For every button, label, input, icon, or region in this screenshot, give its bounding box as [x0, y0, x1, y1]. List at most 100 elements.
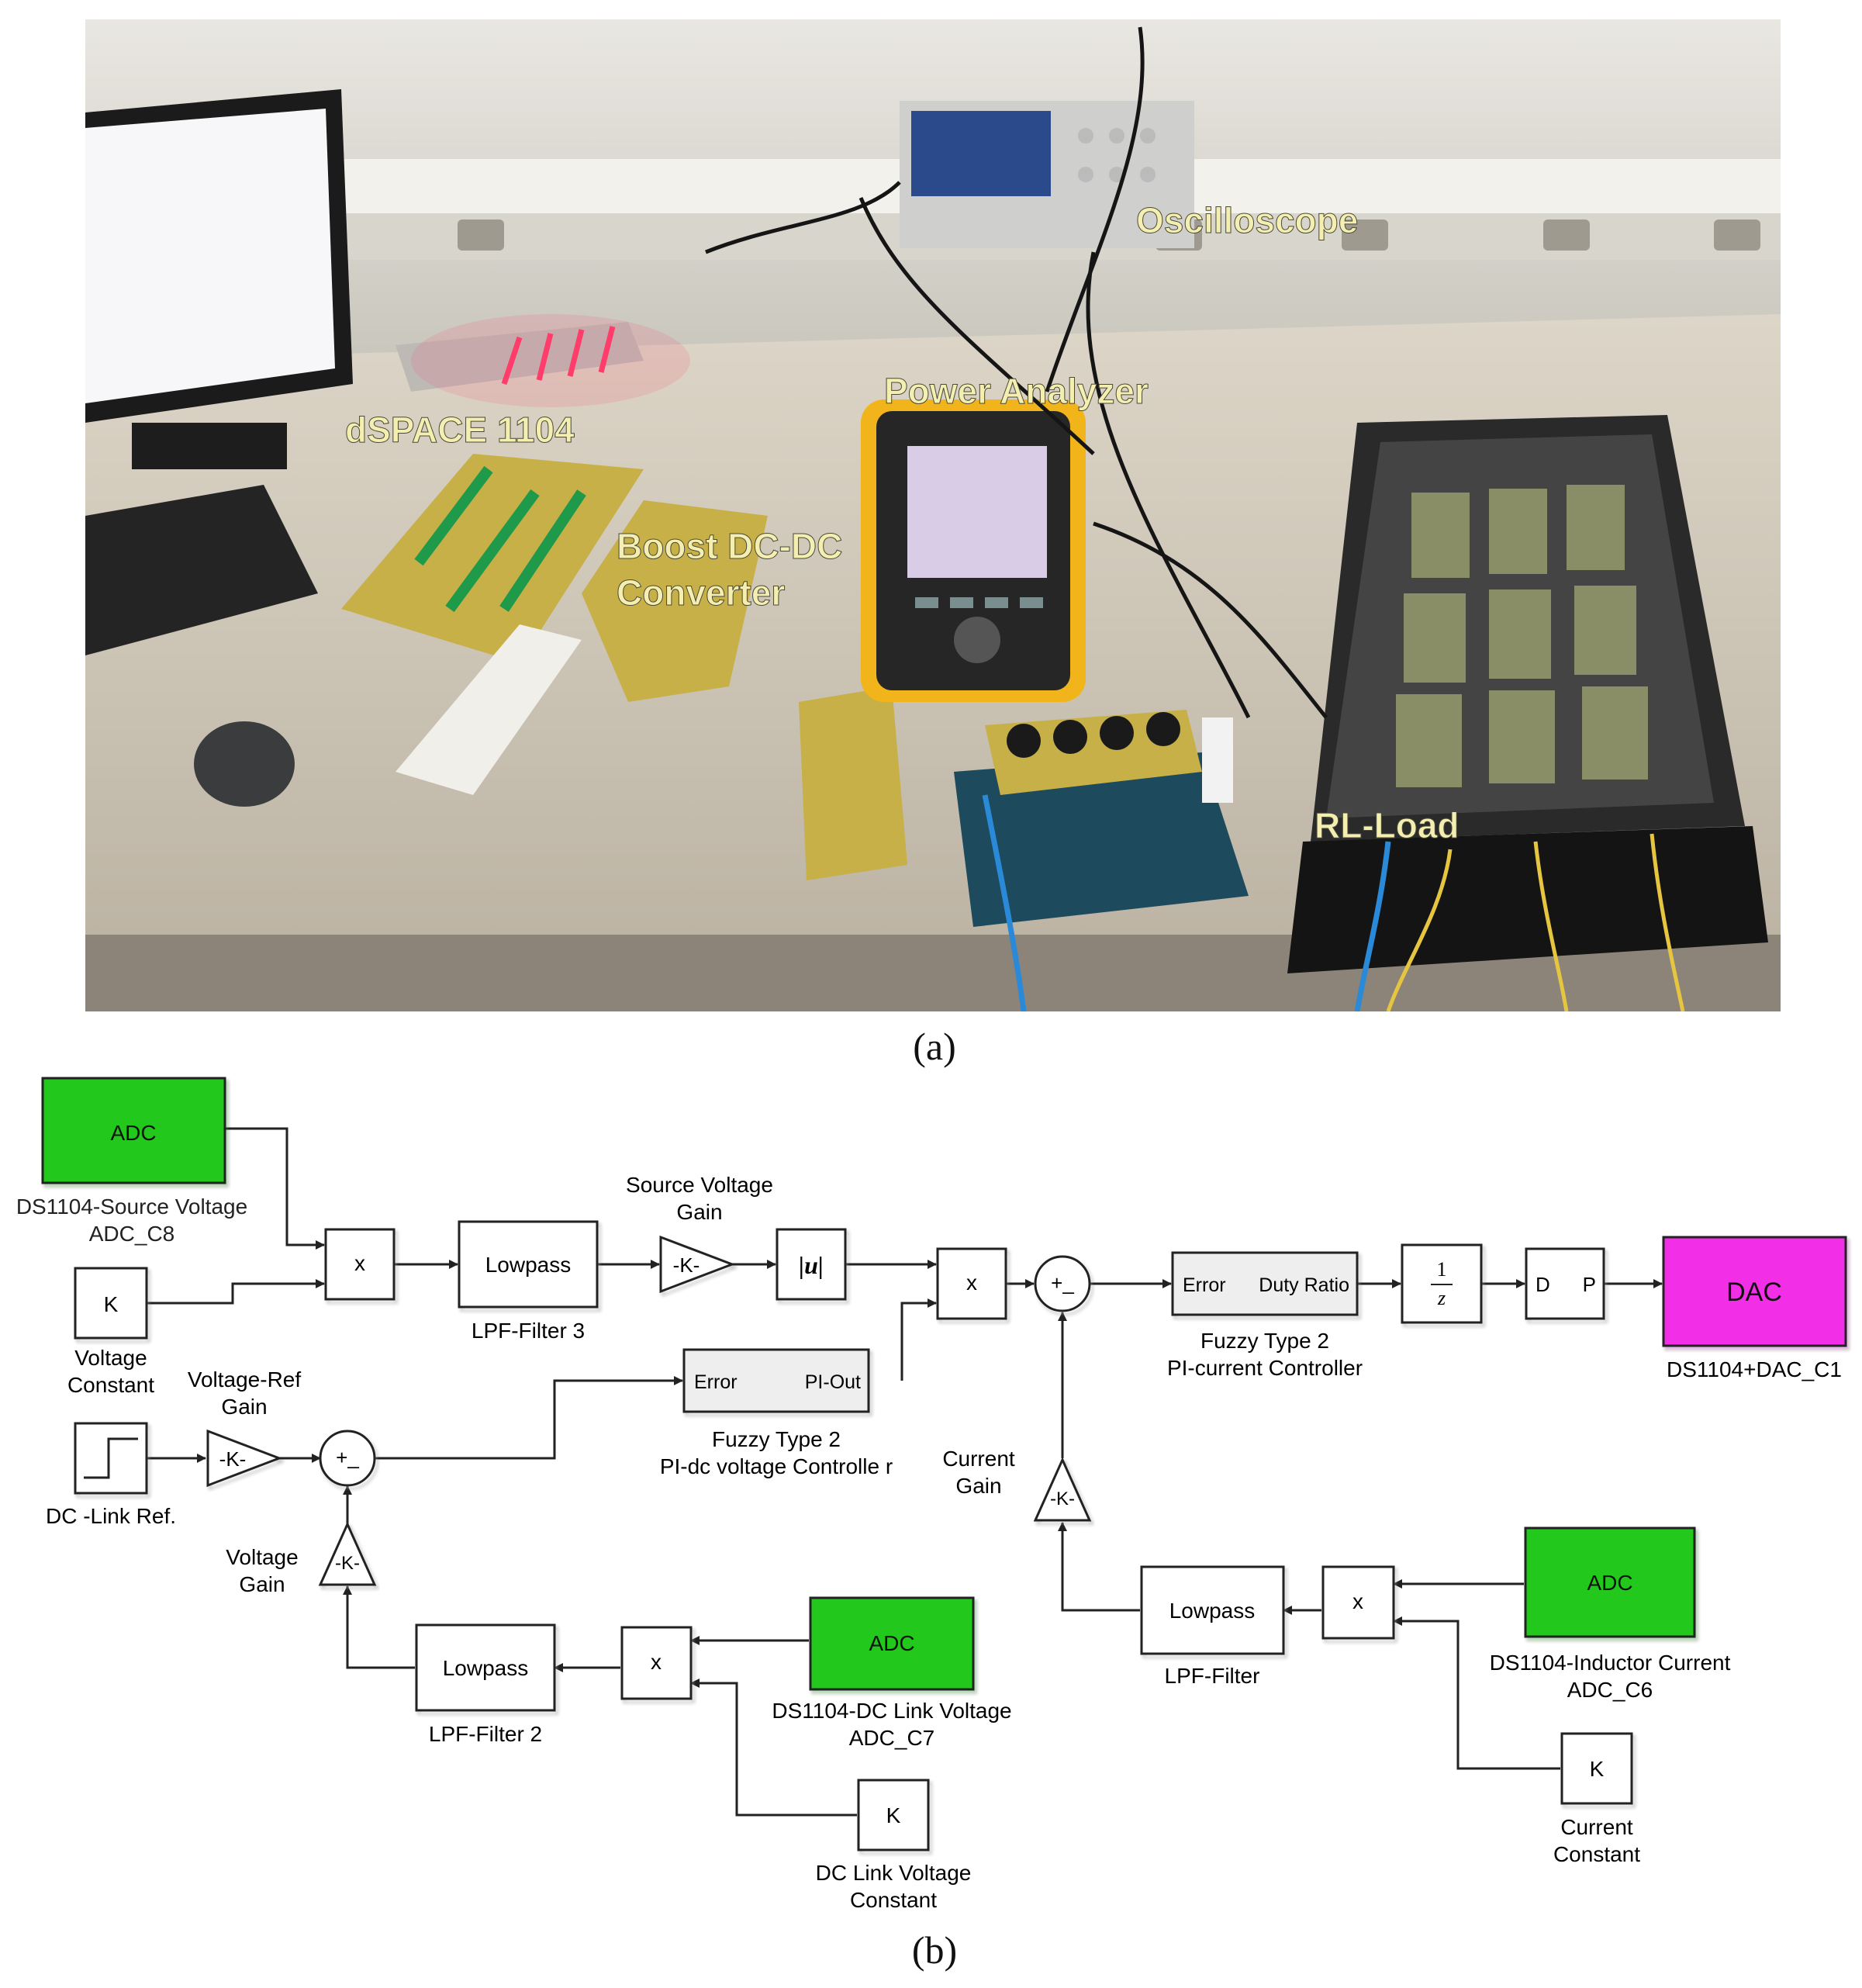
lowpass-filter-block[interactable]: Lowpass LPF-Filter — [1140, 1565, 1285, 1688]
gain-source-label1: Source Voltage — [626, 1173, 773, 1197]
wire-kdclink-to-mult — [690, 1679, 857, 1817]
fuzzy-dc-controller-block[interactable]: Error PI-Out Fuzzy Type 2 PI-dc voltage … — [660, 1348, 893, 1478]
product-block-bottom-right[interactable]: x — [1321, 1565, 1395, 1640]
label-power-analyzer: Power Analyzer — [884, 371, 1149, 411]
step-block[interactable]: DC -Link Ref. — [46, 1422, 176, 1528]
oscilloscope-device — [900, 101, 1194, 248]
breadboard — [396, 624, 582, 795]
adc-source-label1: DS1104-Source Voltage — [16, 1195, 247, 1219]
sum-block-middle[interactable]: +_ — [1034, 1255, 1091, 1312]
adc-source-label2: ADC_C8 — [89, 1222, 174, 1246]
wire-adc-source-to-mult — [225, 1127, 325, 1250]
dac-label: DS1104+DAC_C1 — [1667, 1357, 1842, 1381]
rl-load-unit — [1287, 415, 1768, 973]
k-dclink-label1: DC Link Voltage — [816, 1861, 972, 1885]
mouse — [194, 721, 295, 807]
unit-delay-numerator: 1 — [1437, 1258, 1447, 1281]
label-rl-load: RL-Load — [1314, 805, 1460, 845]
voltage-ref-gain-block[interactable]: -K- Voltage-Ref Gain — [188, 1367, 302, 1488]
adc-inductor-label1: DS1104-Inductor Current — [1490, 1651, 1731, 1675]
k-current-label1: Current — [1560, 1815, 1633, 1839]
lowpass3-text: Lowpass — [485, 1253, 572, 1277]
voltage-gain-block[interactable]: -K- Voltage Gain — [226, 1521, 377, 1596]
wire-fuzzydc-to-mult — [900, 1298, 937, 1381]
dac-block[interactable]: DAC DS1104+DAC_C1 — [1662, 1236, 1847, 1381]
adc-dc-link-voltage-block[interactable]: ADC DS1104-DC Link Voltage ADC_C7 — [772, 1596, 1012, 1750]
adc-dclink-label1: DS1104-DC Link Voltage — [772, 1699, 1011, 1723]
power-analyzer-device — [861, 399, 1086, 702]
wire-lowpass1-to-gaincur — [1058, 1522, 1140, 1612]
current-gain-block[interactable]: -K- Current Gain — [942, 1447, 1092, 1522]
gain-vref-label1: Voltage-Ref — [188, 1367, 302, 1392]
gain-current-label2: Gain — [955, 1474, 1001, 1498]
product-block-bottom-left[interactable]: x — [620, 1626, 693, 1700]
caption-b: (b) — [911, 1928, 958, 1972]
k-voltage-label1: Voltage — [74, 1346, 147, 1370]
gain-vref-text: -K- — [219, 1447, 247, 1471]
lowpass1-text: Lowpass — [1169, 1599, 1256, 1623]
lowpass-filter2-block[interactable]: Lowpass LPF-Filter 2 — [415, 1623, 556, 1746]
unit-delay-block[interactable]: 1 z — [1401, 1243, 1483, 1324]
gain-current-label1: Current — [942, 1447, 1015, 1471]
fuzzy-current-controller-block[interactable]: Error Duty Ratio Fuzzy Type 2 PI-current… — [1167, 1251, 1363, 1380]
dac-text: DAC — [1726, 1278, 1782, 1307]
lowpass3-label: LPF-Filter 3 — [472, 1319, 585, 1343]
adc-inductor-text: ADC — [1587, 1571, 1632, 1595]
voltage-constant-block[interactable]: K Voltage Constant — [67, 1267, 154, 1397]
k-dclink-label2: Constant — [850, 1888, 937, 1912]
converter-board — [582, 500, 768, 702]
source-voltage-gain-block[interactable]: -K- Source Voltage Gain — [626, 1173, 773, 1294]
fuzzy-current-label1: Fuzzy Type 2 — [1200, 1329, 1329, 1353]
caption-a: (a) — [913, 1025, 956, 1068]
board-connectors — [414, 465, 586, 613]
dp-block[interactable]: D P — [1525, 1247, 1605, 1320]
gain-source-text: -K- — [673, 1253, 700, 1277]
power-board — [799, 686, 907, 880]
fuzzy-dc-input-label: Error — [694, 1371, 738, 1393]
adc-dclink-label2: ADC_C7 — [849, 1726, 934, 1750]
product-block-top[interactable]: x — [324, 1228, 396, 1301]
fuzzy-current-input-label: Error — [1183, 1274, 1226, 1296]
control-diagram-svg: ADC DS1104-Source Voltage ADC_C8 K Volta… — [16, 1077, 1847, 1912]
gain-voltage-label2: Gain — [239, 1572, 285, 1596]
fuzzy-dc-label2: PI-dc voltage Controlle r — [660, 1454, 893, 1478]
dspace-box — [396, 314, 690, 407]
monitor — [85, 89, 353, 469]
adc-source-voltage-block[interactable]: ADC DS1104-Source Voltage ADC_C8 — [16, 1077, 247, 1246]
adc-inductor-current-block[interactable]: ADC DS1104-Inductor Current ADC_C6 — [1490, 1526, 1731, 1702]
dp-left-text: D — [1536, 1273, 1550, 1296]
step-label: DC -Link Ref. — [46, 1504, 176, 1528]
sum-left-text: +_ — [336, 1446, 359, 1469]
k-voltage-label2: Constant — [67, 1373, 154, 1397]
label-oscilloscope: Oscilloscope — [1136, 200, 1358, 240]
mult-bl-text: x — [651, 1650, 662, 1674]
lowpass-filter3-block[interactable]: Lowpass LPF-Filter 3 — [458, 1220, 599, 1343]
wire-lowpass2-to-gainvoltage — [343, 1585, 415, 1669]
mult-mid-text: x — [966, 1271, 977, 1295]
sum-block-left[interactable]: +_ — [319, 1430, 376, 1487]
k-dclink-text: K — [886, 1803, 901, 1827]
yellow-cables — [1386, 833, 1685, 1011]
gain-vref-label2: Gain — [221, 1395, 267, 1419]
k-current-text: K — [1590, 1757, 1605, 1781]
label-boost-line2: Converter — [617, 572, 785, 613]
lowpass2-text: Lowpass — [443, 1656, 529, 1680]
lowpass2-label: LPF-Filter 2 — [429, 1722, 542, 1746]
label-dspace: dSPACE 1104 — [345, 410, 575, 450]
lab-setup-photo-illustration: Oscilloscope dSPACE 1104 Power Analyzer … — [85, 19, 1781, 1011]
keyboard — [85, 485, 318, 655]
k-voltage-text: K — [104, 1292, 119, 1316]
adc-dclink-text: ADC — [869, 1631, 914, 1655]
step-waveform-icon — [84, 1437, 138, 1479]
abs-block[interactable]: |u| — [776, 1228, 847, 1301]
dc-link-voltage-constant-block[interactable]: K DC Link Voltage Constant — [816, 1779, 972, 1912]
wire-sum-to-fuzzydc — [375, 1376, 683, 1460]
product-block-middle[interactable]: x — [936, 1247, 1007, 1320]
gain-current-text: -K- — [1050, 1488, 1075, 1509]
lowpass1-label: LPF-Filter — [1165, 1664, 1260, 1688]
fuzzy-current-label2: PI-current Controller — [1167, 1356, 1363, 1380]
dp-right-text: P — [1583, 1273, 1596, 1296]
fuzzy-dc-label1: Fuzzy Type 2 — [712, 1427, 841, 1451]
adc-inductor-label2: ADC_C6 — [1567, 1678, 1653, 1702]
current-constant-block[interactable]: K Current Constant — [1553, 1732, 1640, 1866]
